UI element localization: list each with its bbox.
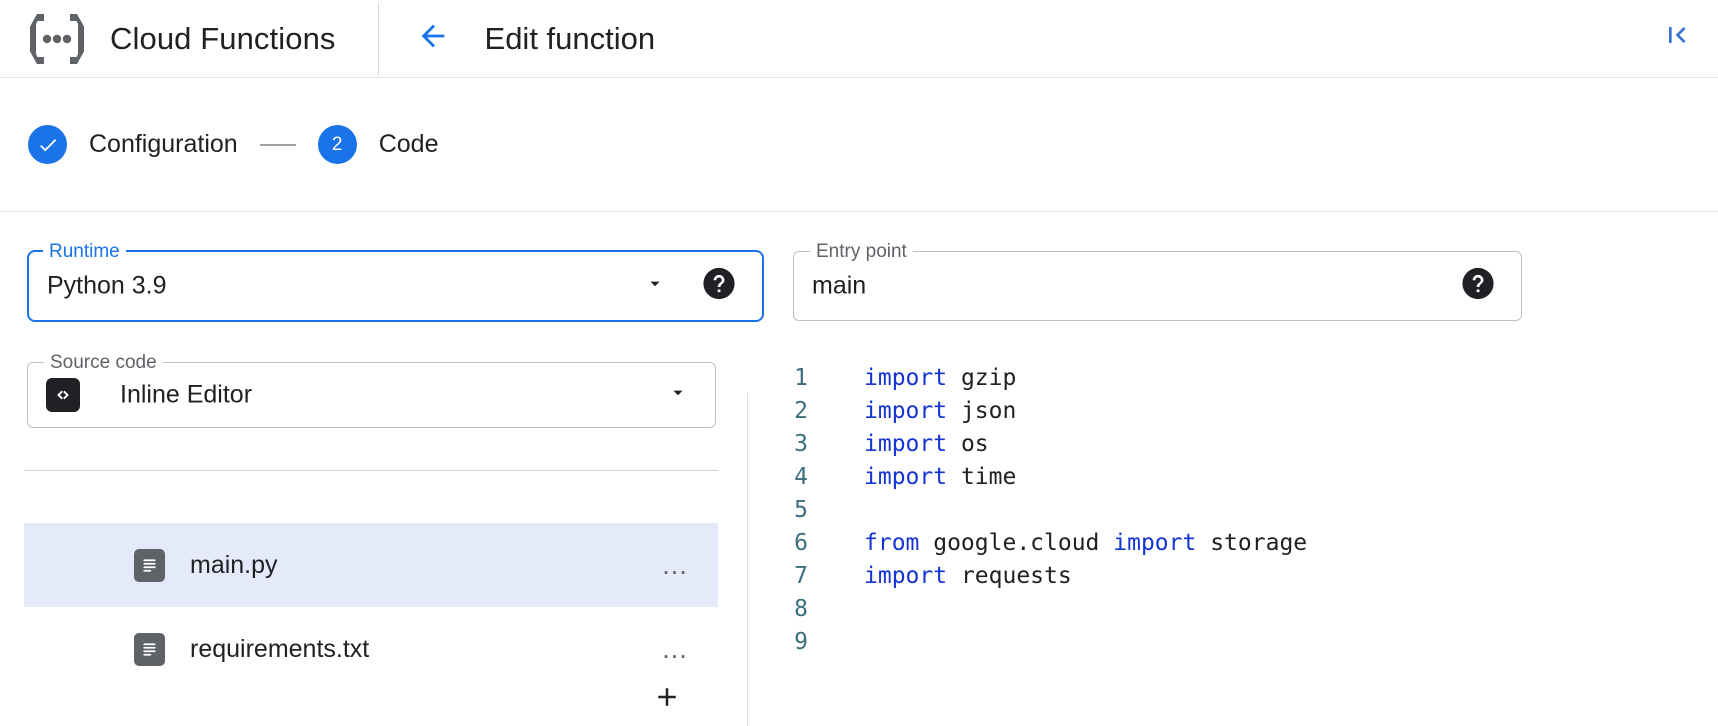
line-number: 1: [794, 364, 808, 391]
code-text: import gzip: [864, 364, 1017, 391]
arrow-back-icon: [416, 19, 450, 58]
code-line: 6 from google.cloud import storage: [748, 526, 1718, 559]
collapse-panel-icon: [1661, 19, 1693, 56]
header-divider: [377, 1, 379, 76]
main-content: Runtime Python 3.9 Entry point main Sour…: [0, 213, 1718, 726]
line-number: 4: [794, 463, 808, 490]
step-code-marker: 2: [317, 125, 357, 164]
runtime-select[interactable]: Runtime Python 3.9: [27, 240, 764, 322]
product-brand[interactable]: Cloud Functions: [0, 0, 336, 77]
page-title: Edit function: [484, 20, 656, 56]
more-horizontal-icon[interactable]: …: [661, 550, 690, 580]
step-connector: [259, 143, 296, 146]
line-number: 2: [794, 397, 808, 424]
line-number: 7: [794, 562, 808, 589]
code-editor[interactable]: 1 import gzip 2 import json 3 import os 4 impor…: [748, 361, 1718, 726]
line-number: 3: [794, 430, 808, 457]
source-code-label: Source code: [44, 351, 163, 375]
chevron-down-icon[interactable]: [667, 382, 689, 409]
app-header: Cloud Functions Edit function: [0, 0, 1718, 78]
source-code-select[interactable]: Source code Inline Editor: [27, 351, 716, 428]
collapse-panel-button[interactable]: [1650, 10, 1704, 64]
code-text: import time: [864, 463, 1017, 490]
file-name: main.py: [190, 550, 278, 579]
source-code-value: Inline Editor: [120, 380, 253, 409]
step-code-label: Code: [378, 130, 439, 158]
wizard-stepper: Configuration 2 Code: [0, 78, 1718, 212]
line-number: 6: [794, 529, 808, 556]
step-configuration[interactable]: Configuration: [28, 125, 238, 164]
file-list: main.py … requirements.txt …: [24, 523, 718, 691]
product-title: Cloud Functions: [110, 20, 336, 56]
file-icon: [134, 632, 165, 666]
code-line: 2 import json: [748, 394, 1718, 427]
runtime-label: Runtime: [43, 240, 126, 264]
code-brackets-icon: [46, 378, 80, 412]
step-code[interactable]: 2 Code: [317, 125, 439, 164]
step-configuration-marker: [28, 125, 67, 164]
file-list-item-main-py[interactable]: main.py …: [24, 523, 718, 607]
file-list-item-requirements-txt[interactable]: requirements.txt …: [24, 607, 718, 691]
more-horizontal-icon[interactable]: …: [661, 634, 690, 664]
line-number: 5: [794, 496, 808, 523]
code-text: import os: [864, 430, 989, 457]
entry-point-value: main: [812, 271, 867, 300]
code-line: 7 import requests: [748, 559, 1718, 592]
chevron-down-icon[interactable]: [644, 273, 666, 300]
code-text: import requests: [864, 562, 1072, 589]
help-icon[interactable]: [1461, 267, 1495, 306]
code-line: 5: [748, 493, 1718, 526]
code-line: 4 import time: [748, 460, 1718, 493]
line-number: 8: [794, 595, 808, 622]
code-line: 9: [748, 625, 1718, 658]
file-name: requirements.txt: [190, 634, 370, 663]
help-icon[interactable]: [702, 267, 736, 306]
step-configuration-label: Configuration: [89, 130, 238, 158]
code-line: 8: [748, 592, 1718, 625]
panel-split-divider: [747, 393, 748, 726]
code-text: from google.cloud import storage: [864, 529, 1308, 556]
file-icon: [134, 548, 165, 582]
code-text: import json: [864, 397, 1017, 424]
cloud-functions-logo: [28, 11, 86, 67]
plus-icon: [652, 682, 682, 717]
entry-point-input[interactable]: Entry point main: [793, 240, 1522, 321]
code-line: 1 import gzip: [748, 361, 1718, 394]
code-line: 3 import os: [748, 427, 1718, 460]
line-number: 9: [794, 628, 808, 655]
entry-point-label: Entry point: [810, 240, 913, 264]
file-panel-divider: [24, 470, 718, 471]
back-button[interactable]: [407, 13, 459, 65]
runtime-value: Python 3.9: [47, 271, 167, 300]
add-file-button[interactable]: [643, 675, 691, 723]
